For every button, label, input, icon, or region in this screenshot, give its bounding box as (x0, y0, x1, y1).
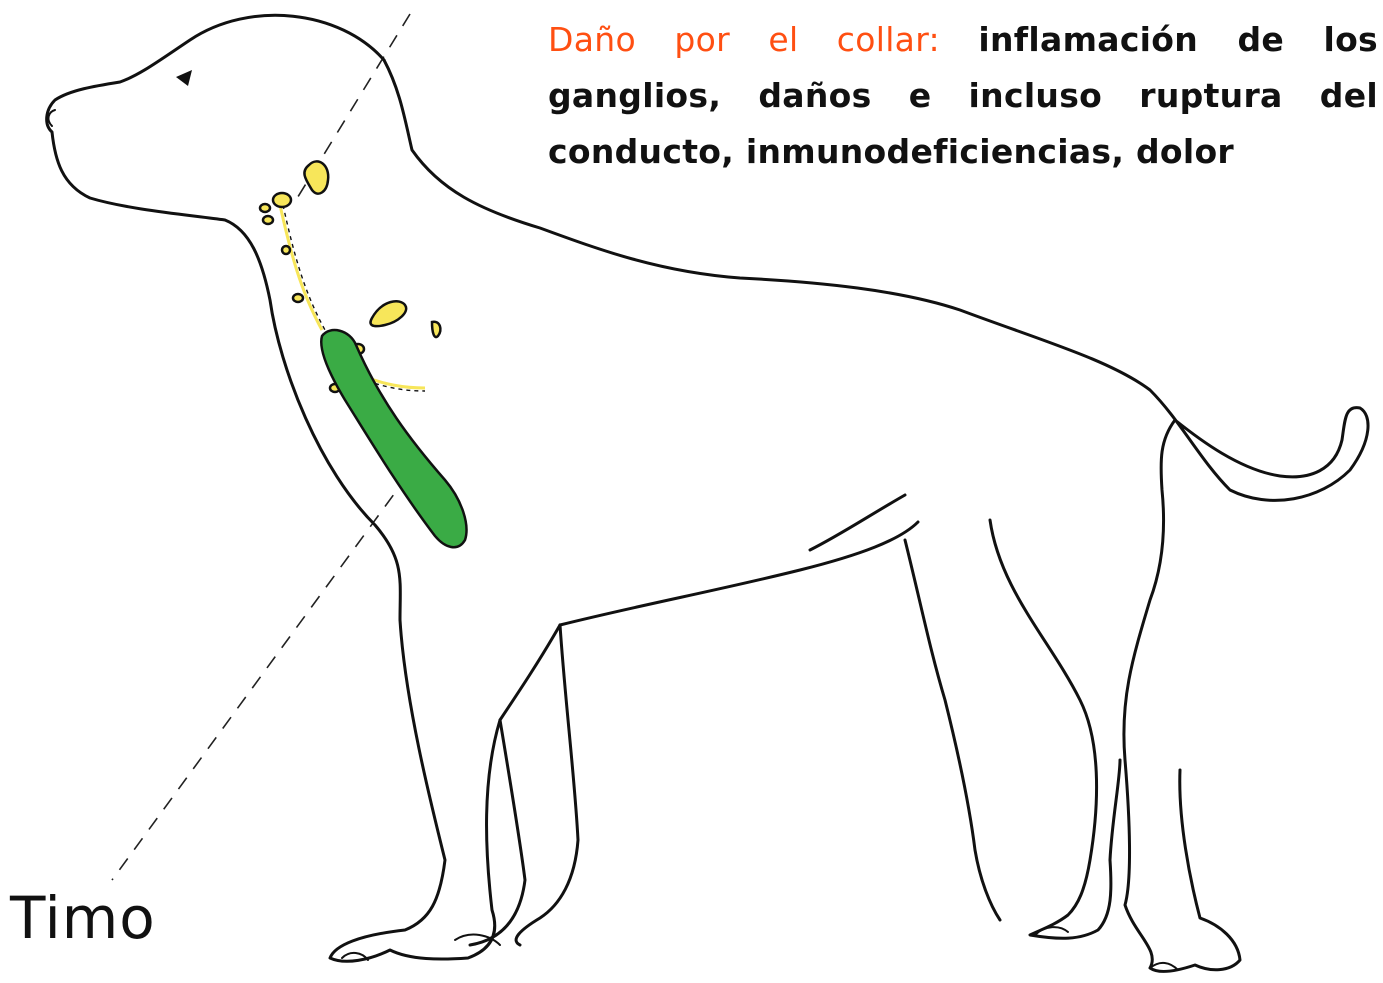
prescapular-lymph-node (369, 300, 408, 328)
caption-lead: Daño por el collar: (548, 20, 940, 59)
paw-details (341, 926, 1179, 971)
lymph-node (261, 214, 275, 226)
lymph-node (258, 202, 272, 214)
thymus-label: Timo (10, 884, 156, 952)
thymus-leader-line (111, 474, 409, 881)
lymph-node (280, 244, 292, 256)
caption-body: inflamación de los ganglios, daños e inc… (548, 20, 1378, 171)
dog-eye (176, 70, 192, 86)
lymph-node (291, 292, 305, 304)
lymph-node (271, 191, 293, 209)
cervical-duct (278, 204, 324, 331)
lymph-nodes (258, 160, 442, 394)
thymus-organ (319, 328, 468, 549)
lymph-node (430, 320, 442, 339)
mandibular-lymph-node (303, 160, 330, 195)
dog-outline (45, 13, 1370, 973)
collar-damage-caption: Daño por el collar: inflamación de los g… (548, 12, 1378, 180)
